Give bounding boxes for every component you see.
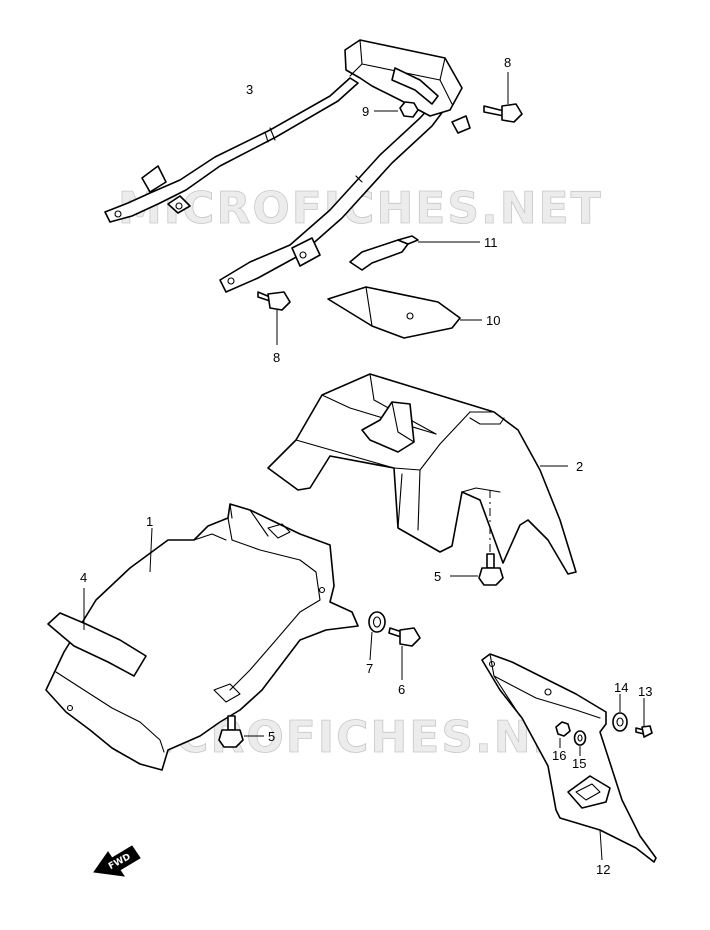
callout-9: 9 xyxy=(362,104,369,119)
callout-5-lower: 5 xyxy=(268,729,275,744)
callout-6: 6 xyxy=(398,682,405,697)
callout-15: 15 xyxy=(572,756,586,771)
forward-direction-badge: FWD xyxy=(93,845,141,877)
callout-8-lower: 8 xyxy=(273,350,280,365)
callout-1: 1 xyxy=(146,514,153,529)
part-10-pad[interactable] xyxy=(327,286,482,339)
part-7-grommet[interactable] xyxy=(368,611,386,661)
part-13-screw[interactable] xyxy=(635,698,653,738)
part-15-washer[interactable] xyxy=(573,730,587,756)
part-9-nut[interactable] xyxy=(374,101,419,118)
callout-12: 12 xyxy=(596,862,610,877)
part-5-bolt-upper[interactable] xyxy=(450,553,504,586)
callout-2: 2 xyxy=(576,459,583,474)
part-8-bolt-lower[interactable] xyxy=(257,291,291,345)
part-8-bolt-upper[interactable] xyxy=(483,72,523,123)
part-4-reflector-strip[interactable] xyxy=(47,588,147,677)
part-14-grommet[interactable] xyxy=(612,694,628,732)
part-5-bolt-lower[interactable] xyxy=(218,715,264,748)
callout-10: 10 xyxy=(486,313,500,328)
callout-3: 3 xyxy=(246,82,253,97)
part-12-plate-bracket[interactable] xyxy=(481,653,657,863)
callout-13: 13 xyxy=(638,684,652,699)
part-11-clip[interactable] xyxy=(349,235,480,271)
part-6-bolt[interactable] xyxy=(388,627,421,680)
part-2-upper-fender[interactable] xyxy=(267,373,577,575)
part-3-frame-bracket[interactable] xyxy=(104,39,471,293)
callout-7: 7 xyxy=(366,661,373,676)
part-1-rear-fender[interactable] xyxy=(45,503,359,771)
callout-16: 16 xyxy=(552,748,566,763)
callout-8-upper: 8 xyxy=(504,55,511,70)
callout-4: 4 xyxy=(80,570,87,585)
part-16-nut[interactable] xyxy=(555,721,571,748)
callout-5-upper: 5 xyxy=(434,569,441,584)
callout-11: 11 xyxy=(484,235,498,250)
callout-14: 14 xyxy=(614,680,628,695)
